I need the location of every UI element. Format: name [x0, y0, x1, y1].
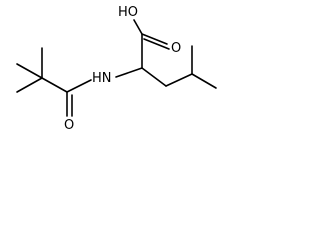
- atom-label-hydroxyl: HO: [118, 5, 138, 20]
- atom-label-amide-oxygen: O: [64, 118, 74, 133]
- bond-skeleton: [16, 19, 217, 117]
- bond-c1-o-double-b: [143, 38, 170, 50]
- bond-c2-n: [115, 67, 143, 78]
- bond-c1-oh: [133, 19, 143, 35]
- atom-label-amide-nitrogen: HN: [92, 71, 112, 86]
- bond-c3-c4: [165, 73, 193, 87]
- bond-c7-c8: [41, 77, 68, 93]
- chemical-structure: HO O HN O: [16, 5, 217, 133]
- bond-c4-c5: [191, 73, 217, 89]
- bond-c8-c11: [16, 63, 43, 79]
- atom-label-carboxyl-oxygen: O: [171, 41, 181, 56]
- bond-c2-c3: [141, 67, 167, 87]
- bond-c8-c9: [16, 77, 43, 93]
- bond-c1-o-double-a: [141, 33, 168, 45]
- bond-n-c7: [66, 79, 92, 93]
